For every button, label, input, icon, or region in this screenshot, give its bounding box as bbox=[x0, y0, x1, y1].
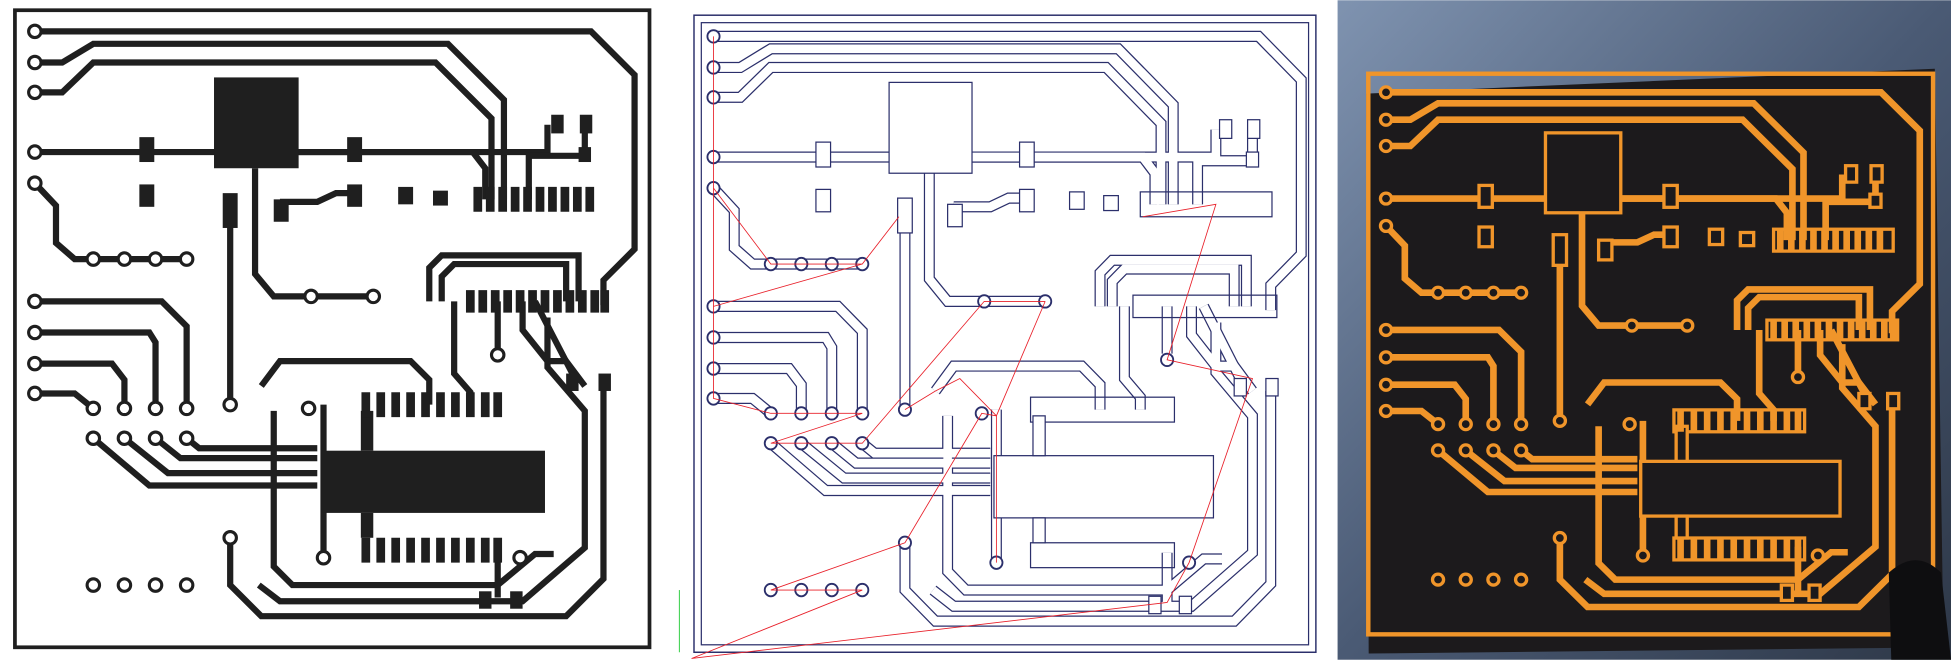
clip-shadow bbox=[1888, 560, 1951, 660]
travel-moves bbox=[691, 36, 1254, 659]
board-outline bbox=[693, 14, 1317, 654]
toolpath-panel bbox=[678, 0, 1326, 660]
board-outline bbox=[13, 8, 652, 650]
milled-board-photo-panel bbox=[1337, 0, 1951, 660]
pcb-layout-panel bbox=[13, 8, 652, 650]
